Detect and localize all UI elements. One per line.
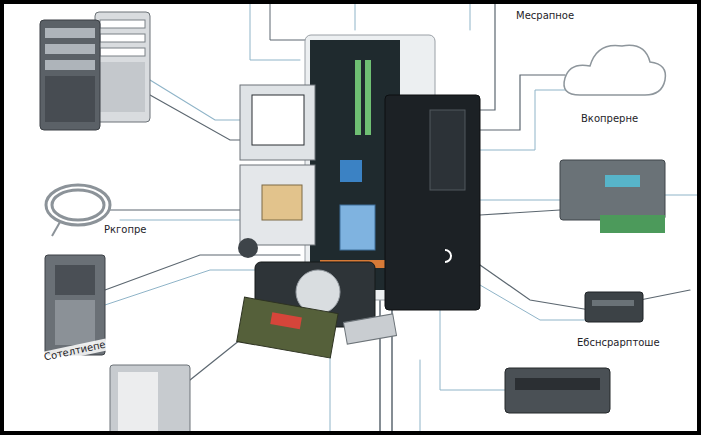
network-switch bbox=[585, 292, 643, 322]
io-module bbox=[560, 160, 665, 233]
drive-and-cards bbox=[237, 262, 397, 358]
wires bbox=[105, 0, 700, 435]
cloud bbox=[564, 45, 665, 95]
server-towers bbox=[40, 12, 150, 130]
cable-coil bbox=[46, 185, 110, 236]
device-label: Ебснсрарптоше bbox=[576, 337, 661, 349]
server-box bbox=[110, 365, 190, 435]
device-label: Месрапное bbox=[515, 10, 575, 22]
device-label: Ркгопре bbox=[103, 224, 147, 236]
device-label: Вкопрерне bbox=[580, 113, 639, 125]
router bbox=[505, 368, 610, 413]
